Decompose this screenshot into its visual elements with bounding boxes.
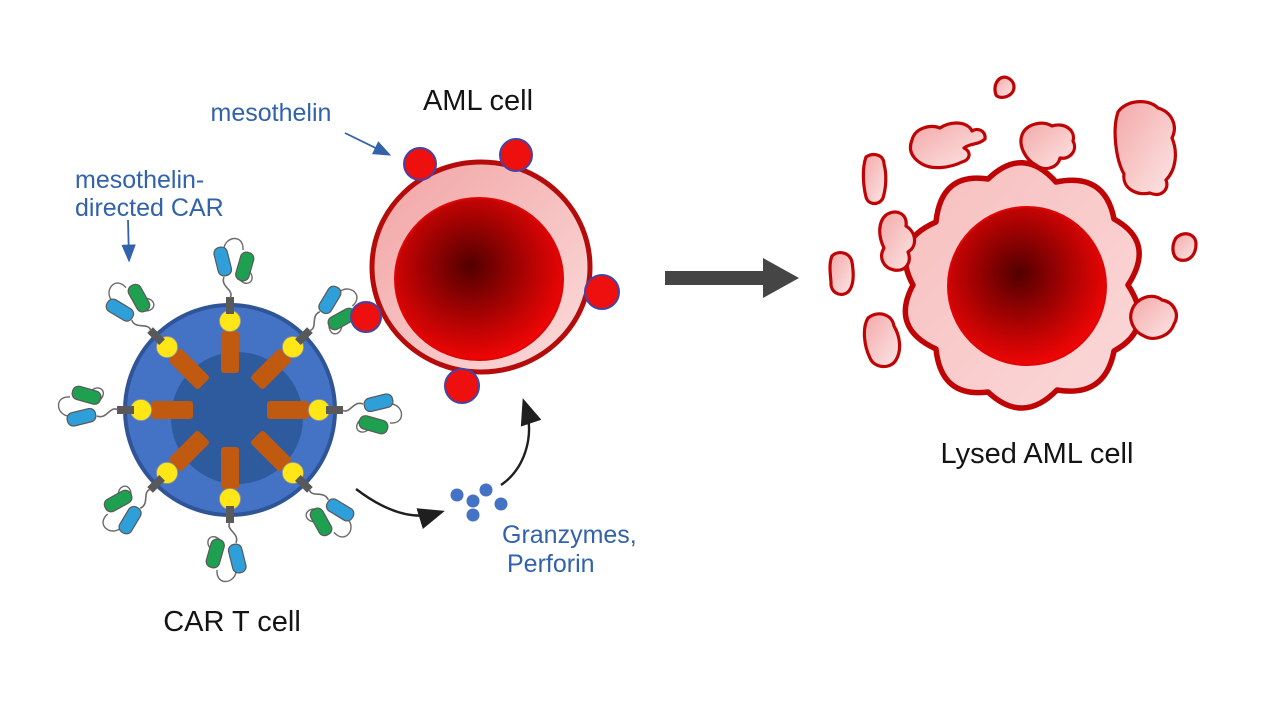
lysed-cell-core [947,206,1107,366]
aml-cell [350,138,620,404]
aml-cell-label: AML cell [423,85,533,117]
granzyme-dot [494,497,508,511]
cell-fragment [1019,121,1077,171]
car-t-cell [57,237,403,583]
granzymes-label-line2: Perforin [507,550,595,578]
cell-fragment [862,312,902,369]
granzyme-dot [466,494,480,508]
aml-cell-core [394,197,564,361]
granzymes-label: Granzymes, Perforin [502,521,644,578]
lysed-aml-cell [828,75,1198,411]
cell-fragment [1113,100,1177,197]
granzyme-release [355,398,542,529]
secretion-arrow [355,488,445,529]
cell-fragment [1129,294,1178,340]
cell-fragment [878,210,917,272]
mesothelin-dot [444,368,480,404]
cell-fragment [1171,232,1198,262]
car-label: mesothelin- directed CAR [75,166,224,222]
mesothelin-dot [499,138,533,172]
cell-fragment [908,121,987,170]
mesothelin-dot [403,147,437,181]
cell-fragment [861,153,888,206]
granzyme-dot [479,483,493,497]
granzyme-dot [466,508,480,522]
attack-arrow [500,398,542,486]
car-label-line2: directed CAR [75,194,224,222]
cell-fragment [993,75,1016,99]
mesothelin-pointer-arrow [344,132,392,156]
cell-fragment [828,251,855,296]
mesothelin-dot [350,301,382,333]
transition-arrow [665,258,799,298]
mesothelin-dot [584,274,620,310]
granzyme-dot [450,488,464,502]
car-pointer-arrow [121,219,136,263]
car-t-cell-label: CAR T cell [163,606,301,638]
lysed-aml-cell-label: Lysed AML cell [941,438,1134,470]
mesothelin-label: mesothelin [211,99,332,127]
granzymes-label-line1: Granzymes, [502,521,637,549]
car-label-line1: mesothelin- [75,166,204,194]
